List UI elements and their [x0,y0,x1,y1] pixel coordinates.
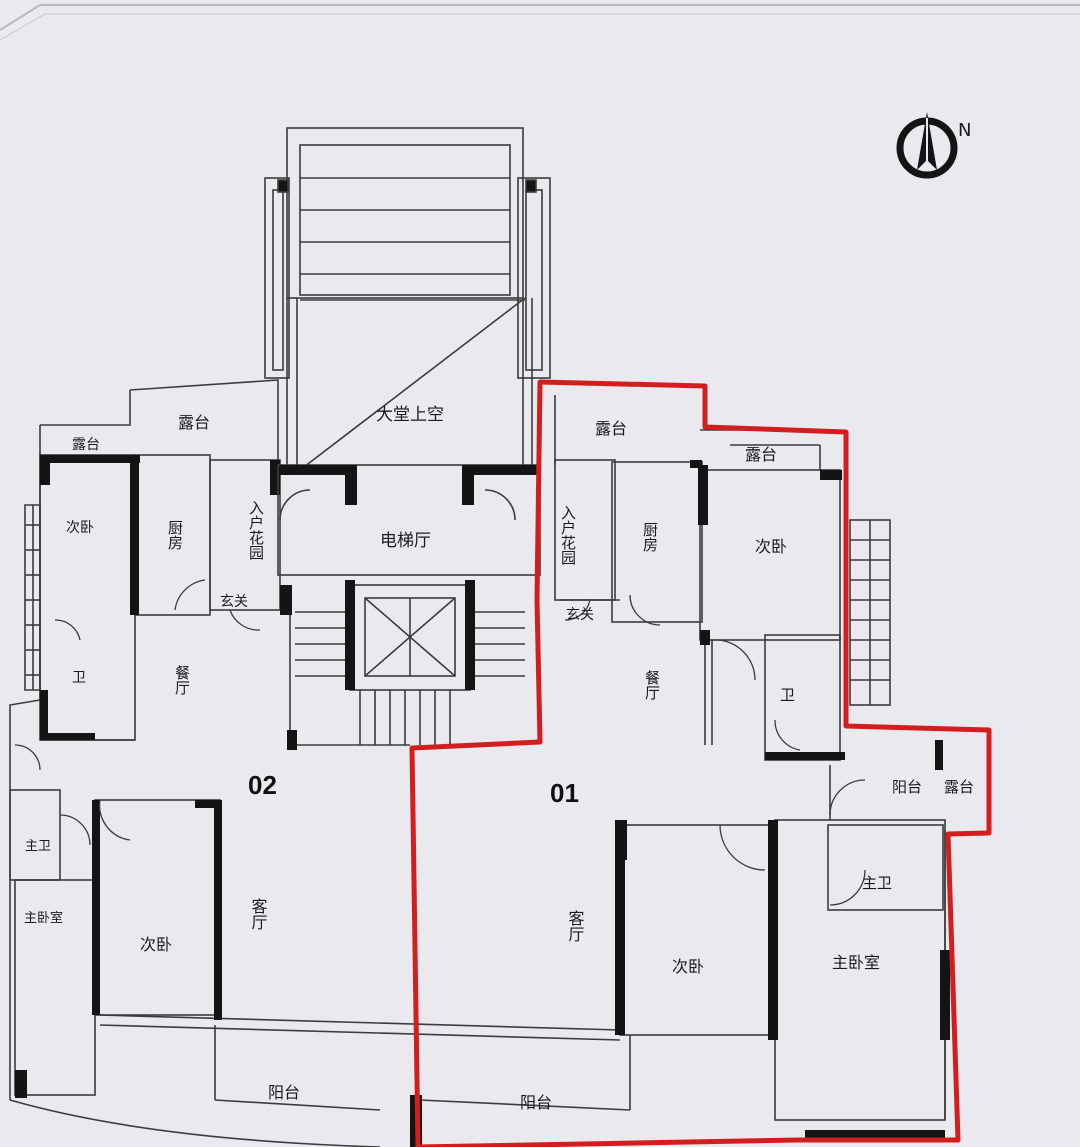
room-u01-foyer: 玄关 [566,606,594,623]
elevator-hall-solid [280,465,537,690]
room-u01-living: 客厅 [566,910,585,942]
room-u02-dining: 餐厅 [173,665,191,695]
unit-01-highlight [409,379,992,1147]
unit-01-door-swings [564,594,866,906]
room-u02-bedroom-sw: 次卧 [140,935,172,954]
unit-02-walls [9,379,621,1147]
room-u02-entry-garden: 入户花园 [247,500,265,560]
unit-02-number: 02 [248,770,277,800]
room-lobby-void: 大堂上空 [376,405,444,425]
room-u01-bath: 卫 [780,686,795,704]
room-u01-kitchen: 厨房 [641,522,659,552]
room-u01-entry-garden: 入户花园 [559,505,577,565]
north-arrow-icon [896,112,958,179]
room-u02-kitchen: 厨房 [166,520,184,550]
stair-frame [264,127,551,471]
room-u02-bedroom-nw: 次卧 [66,520,94,536]
room-u02-balcony: 阳台 [268,1083,300,1102]
room-u01-bedroom-ne: 次卧 [755,537,787,556]
compass-label: N [958,120,971,141]
room-u01-terrace-right: 露台 [745,445,777,464]
room-u02-master-bath: 主卫 [25,839,51,854]
unit-01-number: 01 [550,778,579,808]
room-u02-living: 客厅 [249,898,268,930]
room-u02-terrace-top: 露台 [178,413,210,432]
unit-02-solid-walls [15,455,297,1098]
paper-edge [0,4,1080,31]
room-u02-bath: 卫 [72,670,86,686]
elevator-hall [277,464,541,745]
room-u01-terrace-top: 露台 [595,419,627,438]
unit-02-door-swings [14,579,261,846]
room-u01-bedroom-s: 次卧 [672,957,704,976]
room-u02-master-bed: 主卧室 [24,910,63,926]
room-elevator-hall: 电梯厅 [380,531,431,551]
room-u01-master-bath: 主卫 [862,874,892,892]
room-u02-terrace-small: 露台 [72,437,100,453]
room-u01-balcony-e: 阳台 [892,778,922,796]
room-u01-terrace-e: 露台 [944,778,974,796]
room-u02-foyer: 玄关 [220,593,248,610]
room-u01-balcony-s: 阳台 [520,1093,552,1112]
room-u01-master-bed: 主卧室 [832,953,880,972]
room-u01-dining: 餐厅 [643,670,661,700]
paper-edge-second [0,13,1080,41]
